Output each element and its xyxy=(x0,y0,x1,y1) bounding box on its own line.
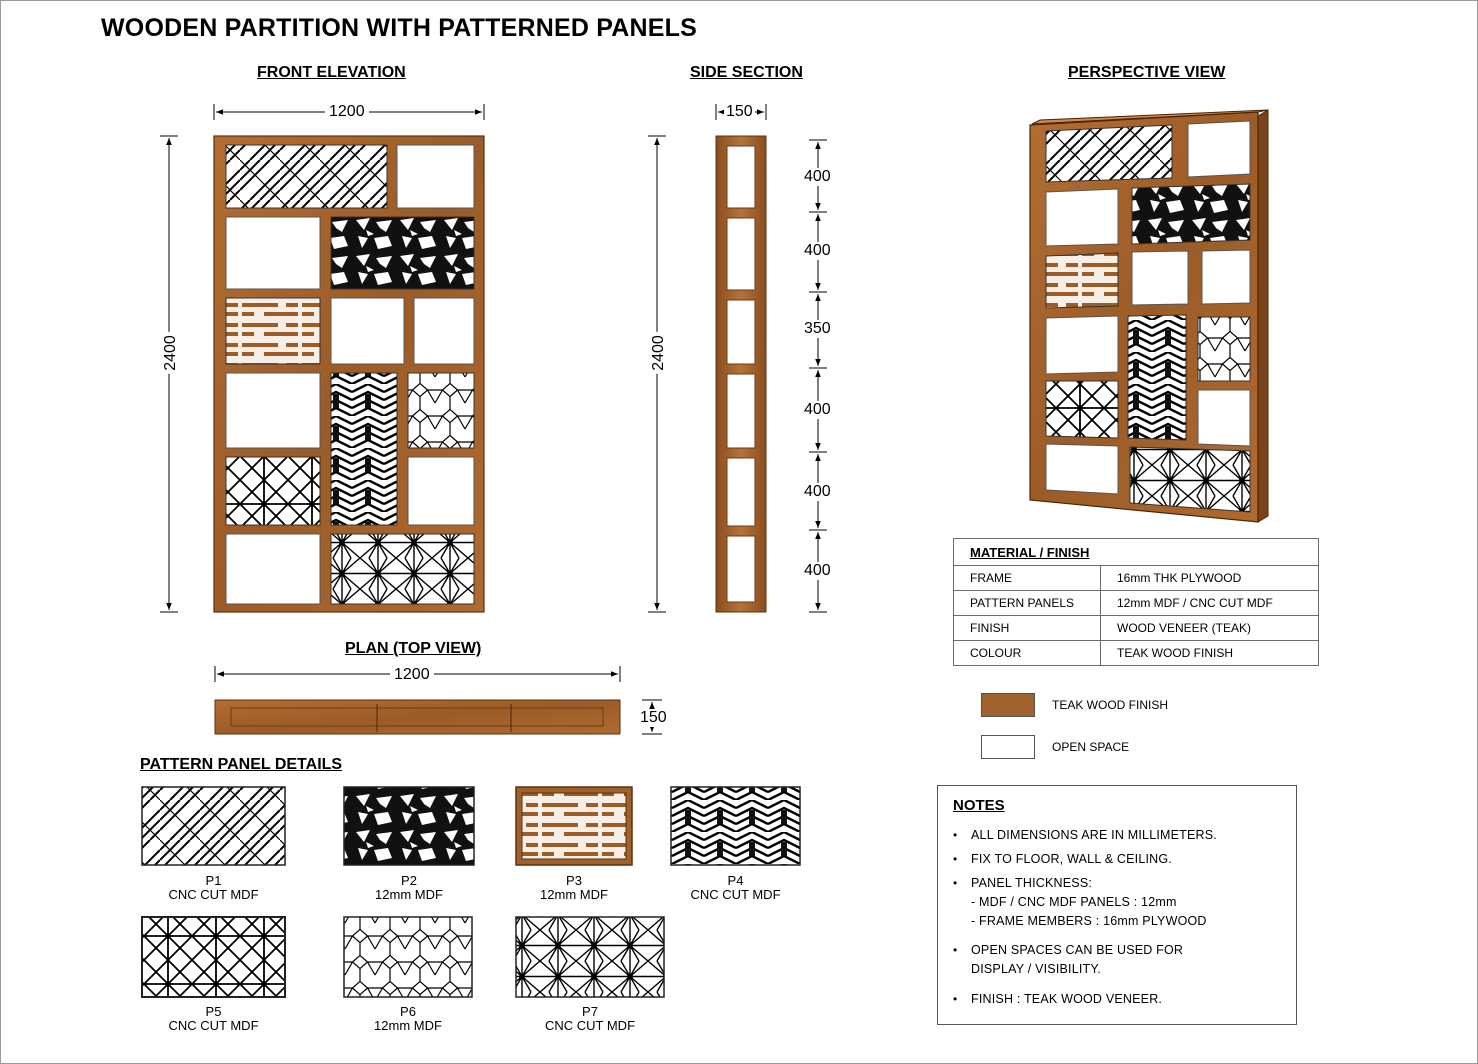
panel-spec: CNC CUT MDF xyxy=(544,1018,636,1033)
note-item-continued: DISPLAY / VISIBILITY. xyxy=(971,962,1101,976)
note-item: OPEN SPACES CAN BE USED FOR xyxy=(971,943,1184,957)
panel-p4-swatch xyxy=(670,786,801,866)
drawing-title: WOODEN PARTITION WITH PATTERNED PANELS xyxy=(101,14,698,42)
table-cell-item: FINISH xyxy=(953,615,1101,641)
table-row: FINISH WOOD VENEER (TEAK) xyxy=(953,615,1319,641)
side-section xyxy=(648,104,827,613)
panel-p3-label: P3 12mm MDF xyxy=(516,874,632,902)
panel-code: P2 xyxy=(401,873,417,888)
panel-p5-swatch xyxy=(141,916,286,998)
panel-spec: CNC CUT MDF xyxy=(168,1018,259,1033)
bullet-icon: • xyxy=(953,876,958,890)
side-seg-5: 400 xyxy=(800,483,835,501)
side-seg-2: 400 xyxy=(800,242,835,260)
front-elevation xyxy=(160,104,485,613)
legend-open-swatch xyxy=(981,735,1035,759)
note-item: PANEL THICKNESS: xyxy=(971,876,1093,890)
note-item: FIX TO FLOOR, WALL & CEILING. xyxy=(971,852,1172,866)
note-subitem: - FRAME MEMBERS : 16mm PLYWOOD xyxy=(971,914,1207,928)
note-item: ALL DIMENSIONS ARE IN MILLIMETERS. xyxy=(971,828,1217,842)
note-item: FINISH : TEAK WOOD VENEER. xyxy=(971,992,1163,1006)
panel-code: P6 xyxy=(400,1004,416,1019)
side-depth-dim: 150 xyxy=(724,103,755,121)
perspective-view xyxy=(1029,109,1269,523)
side-height-dim: 2400 xyxy=(649,332,668,374)
table-cell-value: 12mm MDF / CNC CUT MDF xyxy=(1100,590,1319,616)
bullet-icon: • xyxy=(953,943,958,957)
panel-code: P1 xyxy=(205,873,222,888)
front-width-dim: 1200 xyxy=(325,103,369,121)
table-header: MATERIAL / FINISH xyxy=(953,538,1319,566)
side-seg-1: 400 xyxy=(800,168,835,186)
front-elevation-heading: FRONT ELEVATION xyxy=(257,64,406,81)
side-seg-3: 350 xyxy=(800,320,835,338)
bullet-icon: • xyxy=(953,992,958,1006)
panel-code: P4 xyxy=(727,873,744,888)
table-cell-value: TEAK WOOD FINISH xyxy=(1100,640,1319,666)
notes-box: NOTES • ALL DIMENSIONS ARE IN MILLIMETER… xyxy=(937,785,1297,1025)
panel-p4-label: P4 CNC CUT MDF xyxy=(671,874,800,902)
side-section-heading: SIDE SECTION xyxy=(690,64,803,81)
panel-p1-swatch xyxy=(141,786,286,866)
panel-spec: CNC CUT MDF xyxy=(690,887,781,902)
table-cell-item: COLOUR xyxy=(953,640,1101,666)
panel-code: P5 xyxy=(205,1004,222,1019)
table-row: FRAME 16mm THK PLYWOOD xyxy=(953,565,1319,591)
plan-view xyxy=(214,666,662,735)
bullet-icon: • xyxy=(953,852,958,866)
panel-spec: 12mm MDF xyxy=(375,887,443,902)
plan-depth-dim: 150 xyxy=(636,709,671,727)
panel-spec: 12mm MDF xyxy=(540,887,608,902)
side-seg-4: 400 xyxy=(800,401,835,419)
legend-teak-swatch xyxy=(981,693,1035,717)
pattern-panel-details xyxy=(141,786,801,998)
legend-teak-label: TEAK WOOD FINISH xyxy=(1052,698,1169,712)
pattern-details-heading: PATTERN PANEL DETAILS xyxy=(140,756,343,773)
table-row: PATTERN PANELS 12mm MDF / CNC CUT MDF xyxy=(953,590,1319,616)
table-cell-item: PATTERN PANELS xyxy=(953,590,1101,616)
panel-p5-label: P5 CNC CUT MDF xyxy=(142,1005,285,1033)
panel-p6-label: P6 12mm MDF xyxy=(344,1005,472,1033)
table-row: COLOUR TEAK WOOD FINISH xyxy=(953,640,1319,666)
table-cell-value: WOOD VENEER (TEAK) xyxy=(1100,615,1319,641)
plan-view-heading: PLAN (TOP VIEW) xyxy=(345,640,482,657)
table-cell-item: FRAME xyxy=(953,565,1101,591)
panel-spec: 12mm MDF xyxy=(374,1018,442,1033)
legend-open-label: OPEN SPACE xyxy=(1052,740,1130,754)
panel-code: P3 xyxy=(566,873,582,888)
bullet-icon: • xyxy=(953,828,958,842)
panel-p2-label: P2 12mm MDF xyxy=(344,874,474,902)
table-cell-value: 16mm THK PLYWOOD xyxy=(1100,565,1319,591)
panel-p6-swatch xyxy=(343,916,473,998)
plan-width-dim: 1200 xyxy=(390,666,434,684)
front-height-dim: 2400 xyxy=(161,332,180,374)
side-seg-6: 400 xyxy=(800,562,835,580)
notes-heading: NOTES xyxy=(953,797,1005,814)
note-subitem: - MDF / CNC MDF PANELS : 12mm xyxy=(971,895,1177,909)
panel-p7-swatch xyxy=(515,916,665,998)
material-finish-table: MATERIAL / FINISH FRAME 16mm THK PLYWOOD… xyxy=(953,538,1319,666)
panel-code: P7 xyxy=(582,1004,598,1019)
table-header-row: MATERIAL / FINISH xyxy=(953,538,1319,566)
panel-p2-swatch xyxy=(343,786,475,866)
panel-spec: CNC CUT MDF xyxy=(168,887,259,902)
panel-p1-label: P1 CNC CUT MDF xyxy=(142,874,285,902)
perspective-view-heading: PERSPECTIVE VIEW xyxy=(1068,64,1226,81)
panel-p7-label: P7 CNC CUT MDF xyxy=(516,1005,664,1033)
